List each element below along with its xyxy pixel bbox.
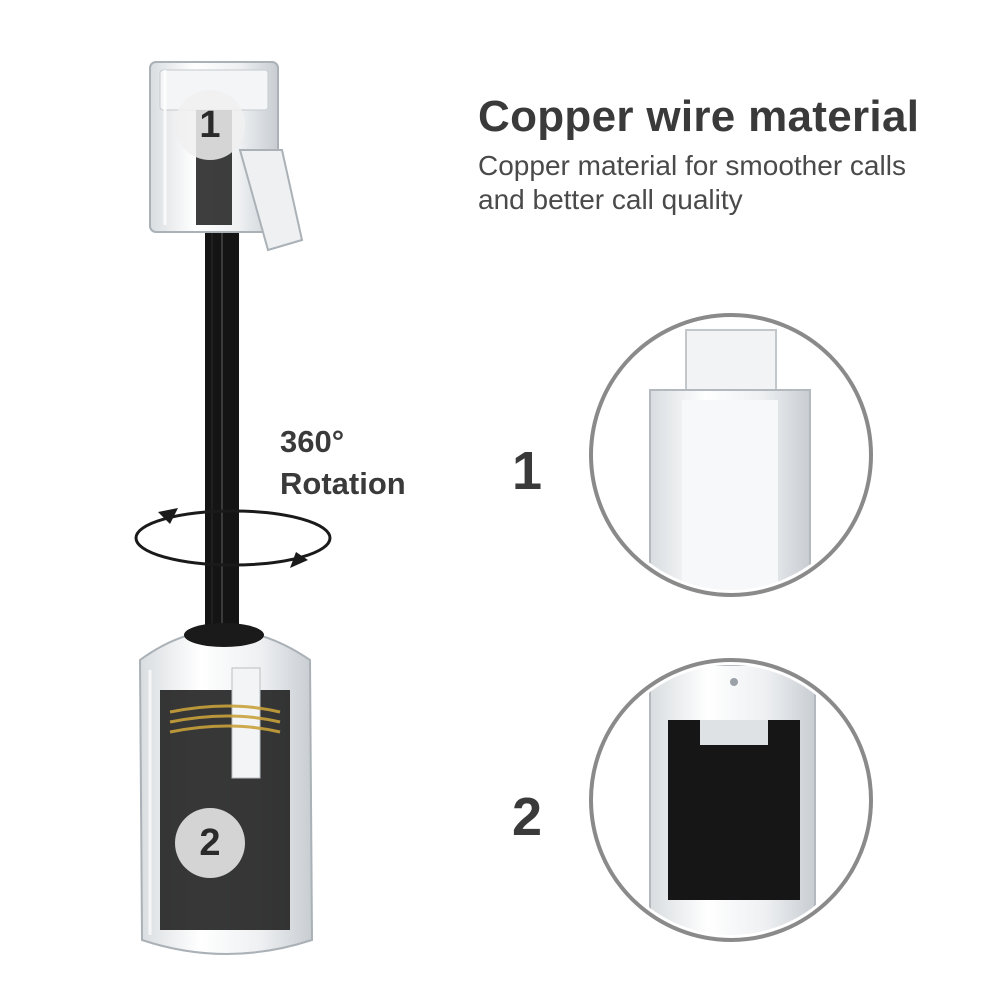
cable xyxy=(205,225,239,635)
callout-number-1: 1 xyxy=(512,441,543,501)
bottom-jack xyxy=(138,623,314,955)
connector-number-badge-2: 2 xyxy=(175,808,245,878)
rotation-degrees-label: 360° xyxy=(280,424,345,459)
rotation-arrow-icon xyxy=(134,508,332,568)
feature-description-line-2: and better call quality xyxy=(478,184,743,215)
feature-description-line-1: Copper material for smoother calls xyxy=(478,150,906,181)
connector-number-badge-1: 1 xyxy=(175,90,245,160)
callout-number-2: 2 xyxy=(512,787,543,847)
plug-closeup-circle xyxy=(589,313,873,597)
feature-title: Copper wire material xyxy=(478,92,920,141)
rotation-word-label: Rotation xyxy=(280,466,406,501)
jack-closeup-circle xyxy=(589,658,873,942)
